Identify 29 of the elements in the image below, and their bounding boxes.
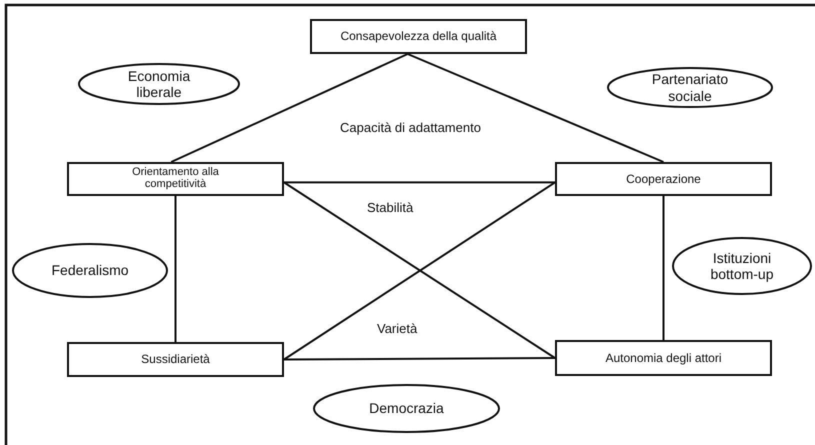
ellipse-node: [12, 243, 168, 298]
connector-line: [662, 196, 664, 340]
node-text: Economia liberale: [126, 68, 192, 100]
node-text: Autonomia degli attori: [605, 352, 722, 364]
node-text: Sussidiarietà: [141, 353, 210, 366]
process-box: [310, 19, 527, 54]
connector-line: [284, 357, 555, 360]
connector-line: [284, 181, 555, 184]
node-text: Federalismo: [51, 262, 129, 279]
node-text: Cooperazione: [626, 172, 701, 186]
process-box: [67, 342, 284, 377]
process-box: [555, 162, 772, 196]
node-text: Consapevolezza della qualità: [340, 30, 497, 43]
node-text: Partenariato sociale: [650, 71, 730, 104]
ellipse-node: [607, 67, 773, 108]
ellipse-node: [672, 237, 812, 295]
connector-line: [174, 196, 176, 342]
connector-line: [407, 53, 664, 163]
relation-label: Varietà: [375, 321, 420, 336]
ellipse-node: [78, 63, 240, 105]
relation-label: Stabilità: [365, 200, 416, 215]
process-box: [555, 340, 772, 376]
process-box: [67, 162, 284, 196]
node-text: Istituzioni bottom-up: [709, 250, 775, 282]
node-text: Democrazia: [369, 400, 444, 417]
node-text: Orientamento alla competitività: [131, 167, 220, 191]
relation-label: Capacità di adattamento: [338, 120, 483, 135]
connector-line: [170, 53, 408, 163]
ellipse-node: [313, 384, 500, 433]
